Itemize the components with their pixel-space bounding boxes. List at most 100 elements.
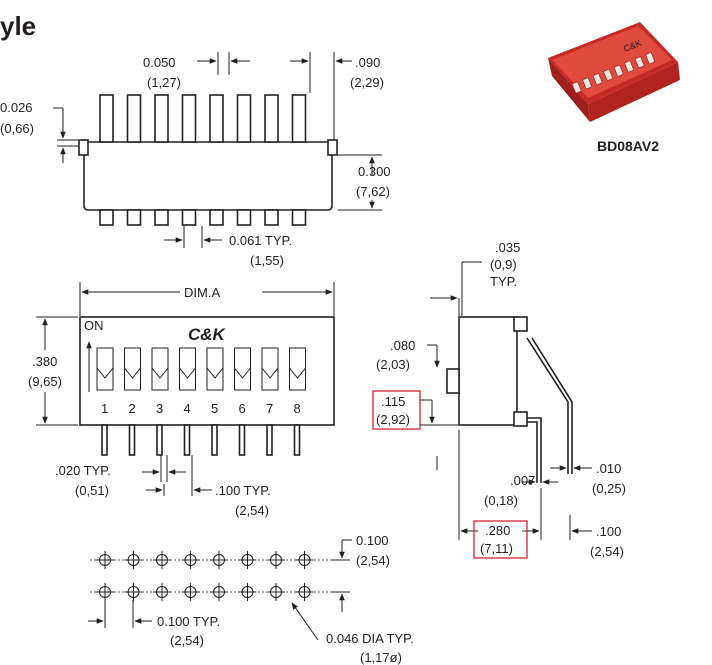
photo-switch <box>571 81 582 94</box>
front-lead <box>99 209 114 226</box>
top-lead <box>128 424 136 456</box>
switch-number: 6 <box>239 401 246 416</box>
top-leads <box>101 424 301 456</box>
front-actuator <box>126 94 142 143</box>
side-offset-label: .100 <box>596 524 621 539</box>
switch-slot <box>234 347 251 391</box>
front-actuator <box>236 94 252 143</box>
front-lead-label: 0.061 TYP. <box>229 233 292 248</box>
side-actuator <box>446 368 460 394</box>
side-seat-label-mm: (2,92) <box>376 412 410 427</box>
side-row-label-mm: (7,11) <box>480 541 513 556</box>
switch-number: 3 <box>156 401 163 416</box>
switch-actuator-mark <box>206 367 224 379</box>
ck-logo: C&K <box>188 325 227 344</box>
switch-actuator-mark <box>124 367 141 379</box>
front-actuator <box>99 94 114 143</box>
front-end-label: .090 <box>355 55 380 70</box>
switch-number: 5 <box>211 401 218 416</box>
switch-actuator-mark <box>179 367 196 379</box>
top-lead-width-label-mm: (0,51) <box>75 483 109 498</box>
switch-slot <box>289 347 306 391</box>
side-gap-label-mm: (0,18) <box>484 493 518 508</box>
side-row-highlight <box>473 520 528 559</box>
side-offset-label-mm: (2,54) <box>590 544 624 559</box>
top-lead <box>211 424 218 456</box>
photo-switch <box>582 77 593 90</box>
footprint-holes <box>96 551 314 601</box>
switch-slot <box>151 347 169 391</box>
front-height-label-mm: (7,62) <box>356 184 390 199</box>
side-view: .035 (0,9) TYP. .080 (2,03) .115 (2,92) … <box>372 240 626 559</box>
front-lead <box>209 209 224 226</box>
photo-switch <box>624 60 635 73</box>
top-lead <box>156 424 163 456</box>
photo-switch-row <box>571 51 656 94</box>
front-actuator <box>209 94 224 143</box>
front-pitch-label-mm: (1,27) <box>147 75 181 90</box>
side-lead-thk-label: .035 <box>495 240 520 255</box>
front-standoff-label-mm: (0,66) <box>0 121 34 136</box>
heading-title-fragment: yle <box>0 11 36 41</box>
side-seat-highlight <box>372 390 421 430</box>
front-body <box>83 141 333 211</box>
front-view: 0.050 (1,27) .090 (2,29) 0.026 (0,66) 0.… <box>0 52 391 268</box>
top-switches: 1 2 3 4 5 6 7 8 <box>96 347 306 416</box>
front-lead <box>264 209 279 226</box>
front-standoff-label: 0.026 <box>0 100 33 115</box>
front-actuator <box>154 94 169 143</box>
footprint-hole-label-mm: (1,17ø) <box>360 650 402 665</box>
switch-actuator-mark <box>151 367 169 379</box>
switch-number: 1 <box>101 401 108 416</box>
top-lead <box>101 424 108 456</box>
front-lead <box>154 209 169 226</box>
front-actuator <box>181 94 197 143</box>
top-lead-width-label: .020 TYP. <box>55 463 111 478</box>
footprint-pitch-label: 0.100 TYP. <box>157 614 220 629</box>
top-dim-a-label: DIM.A <box>184 285 220 300</box>
side-lead-thk-label-mm: (0,9) <box>490 257 517 272</box>
switch-number: 4 <box>184 401 191 416</box>
top-lead <box>293 424 301 456</box>
product-photo: C&K <box>548 22 680 122</box>
front-lead <box>291 209 307 226</box>
front-actuators <box>99 94 307 143</box>
side-actuator-label-mm: (2,03) <box>376 357 410 372</box>
photo-switch <box>634 56 645 69</box>
front-lead <box>236 209 252 226</box>
photo-switch <box>603 68 614 82</box>
front-end-label-mm: (2,29) <box>350 75 384 90</box>
side-thk-label: .010 <box>596 461 621 476</box>
footprint-view: 0.100 (2,54) 0.100 TYP. (2,54) 0.046 DIA… <box>88 533 414 665</box>
footprint-hole-label: 0.046 DIA TYP. <box>326 631 414 646</box>
front-actuator <box>264 94 279 143</box>
switch-number: 8 <box>294 401 301 416</box>
switch-slot <box>124 347 141 391</box>
photo-switch <box>613 64 624 77</box>
switch-actuator-mark <box>261 367 279 379</box>
footprint-row-pitch-label-mm: (2,54) <box>356 553 390 568</box>
front-leads <box>99 209 307 226</box>
side-lead-thk-typ: TYP. <box>490 274 517 289</box>
side-top-step <box>513 316 528 332</box>
switch-slot <box>206 347 224 391</box>
footprint-row-pitch-label: 0.100 <box>356 533 389 548</box>
front-height-label: 0.300 <box>358 164 391 179</box>
top-width-label-mm: (9,65) <box>28 374 62 389</box>
switch-actuator-mark <box>289 367 306 379</box>
top-lead <box>238 424 246 456</box>
switch-number: 2 <box>129 401 136 416</box>
switch-number: 7 <box>266 401 273 416</box>
footprint-pitch-label-mm: (2,54) <box>170 633 204 648</box>
side-body <box>458 316 518 426</box>
side-actuator-label: .080 <box>390 338 415 353</box>
top-lead <box>183 424 191 456</box>
side-gap-label: .007 <box>510 473 535 488</box>
top-on-label: ON <box>84 318 104 333</box>
front-lead <box>181 209 197 226</box>
front-standoff-right <box>327 139 338 156</box>
switch-actuator-mark <box>234 367 251 379</box>
